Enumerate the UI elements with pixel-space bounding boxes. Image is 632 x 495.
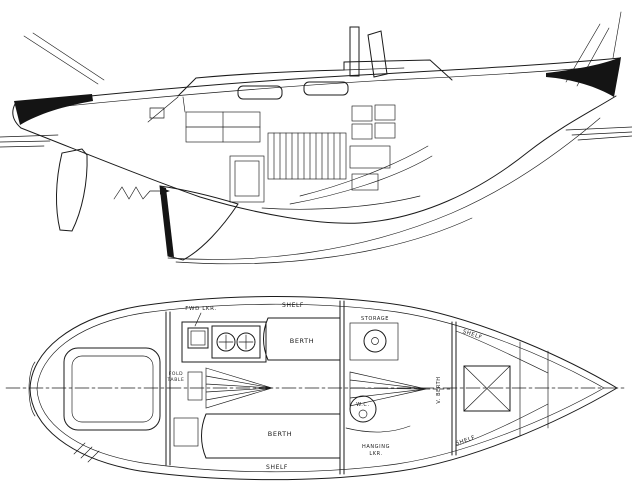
- locker-4: [374, 122, 396, 139]
- hatched-bulkhead: [267, 132, 347, 180]
- mast-stub: [349, 26, 360, 77]
- berth-aft-outline: [201, 413, 341, 459]
- hull-bottom-line: [20, 95, 617, 224]
- portlight-forward: [303, 81, 349, 96]
- hanging-locker-label-line1: HANGING: [362, 444, 390, 450]
- cockpit-coaming: [147, 96, 179, 123]
- cockpit-sole: [71, 355, 154, 423]
- spar-stub: [367, 30, 388, 78]
- bow-frames: [519, 341, 549, 437]
- v-berth-label: V. BERTH: [436, 376, 442, 403]
- keel-leading-edge: [160, 186, 174, 257]
- shelf-top-label: SHELF: [282, 302, 304, 309]
- storage-hatch-circle: [363, 329, 387, 353]
- sheer-line: [14, 57, 621, 105]
- settee-lines: [261, 145, 433, 210]
- forward-hatch: [463, 365, 511, 412]
- waterline-marks-right: [565, 126, 632, 141]
- shelf-bottom-label: SHELF: [266, 464, 288, 471]
- main-bulkhead: [339, 300, 345, 475]
- fold-table-label-line1: FOLD: [169, 371, 184, 377]
- forward-hatch-cross: [463, 365, 511, 412]
- sink: [187, 327, 209, 349]
- bow-sheer-wedge: [546, 57, 621, 97]
- quarter-seat: [173, 417, 199, 447]
- storage-hatch-center: [371, 337, 379, 345]
- bulkhead-hatch-lines: [273, 132, 341, 180]
- aft-bulkhead: [165, 311, 171, 466]
- locker-2: [374, 104, 396, 121]
- berth-forward-outline: [263, 317, 341, 361]
- stove-burner-2: [236, 332, 256, 352]
- deck-hatch-ticks: [73, 442, 100, 463]
- cabin-door: [229, 155, 265, 203]
- locker-5: [349, 145, 391, 169]
- cabin-door-panel: [234, 160, 260, 197]
- fold-table-label-line2: TABLE: [167, 377, 185, 383]
- v-berth-edges: [455, 330, 549, 447]
- hull-fairing-line-1: [167, 117, 601, 260]
- wc-bowl-center: [358, 409, 368, 419]
- waterline-zigzag-mark: [113, 186, 167, 200]
- companionway-steps-fan: [205, 367, 274, 409]
- fwd-locker-label: FWD LKR.: [185, 306, 216, 312]
- burner-cross-marks: [218, 334, 254, 350]
- cabin-detail-lines: [182, 67, 405, 113]
- transom-arc: [28, 361, 36, 417]
- locker-6: [351, 173, 379, 191]
- portlight-aft: [237, 85, 283, 100]
- stern-sheer-wedge: [14, 94, 93, 125]
- stove-burner-1: [216, 332, 236, 352]
- galley-counter: [181, 321, 267, 363]
- berth-forward-label: BERTH: [290, 337, 314, 345]
- plan-view: FWD LKR. SHELF BERTH STORAGE SHELF FOLD …: [5, 295, 627, 481]
- storage-bin: [349, 322, 399, 361]
- hanging-locker-label-line2: LKR.: [369, 451, 382, 457]
- waterline-arrowhead: [160, 187, 170, 195]
- transom-line: [12, 103, 22, 129]
- hanging-locker-arc: [345, 425, 411, 433]
- fold-table-box: [187, 371, 203, 401]
- wc-label: W.C.: [356, 402, 369, 408]
- stove: [211, 325, 261, 359]
- profile-view: [0, 11, 632, 265]
- keel-fin: [159, 185, 239, 261]
- rubrail-line: [17, 66, 601, 112]
- rudder: [55, 148, 88, 232]
- backstay-lines: [23, 32, 105, 85]
- locker-1: [351, 105, 373, 122]
- cockpit-well: [63, 347, 161, 431]
- sink-basin: [190, 330, 206, 346]
- fwd-locker-leader-line: [194, 312, 202, 327]
- hull-fairing-line-2: [175, 217, 473, 265]
- table-filler-fan: [349, 371, 427, 407]
- shelf-starboard-label: SHELF: [462, 329, 483, 341]
- berth-aft-label: BERTH: [268, 430, 292, 438]
- waterline-marks-left: [0, 134, 59, 148]
- locker-3: [351, 123, 373, 140]
- forward-bulkhead: [451, 321, 457, 456]
- galley-drawer-dividers: [185, 111, 261, 143]
- wc-bowl: [349, 395, 377, 423]
- storage-label: STORAGE: [361, 316, 389, 322]
